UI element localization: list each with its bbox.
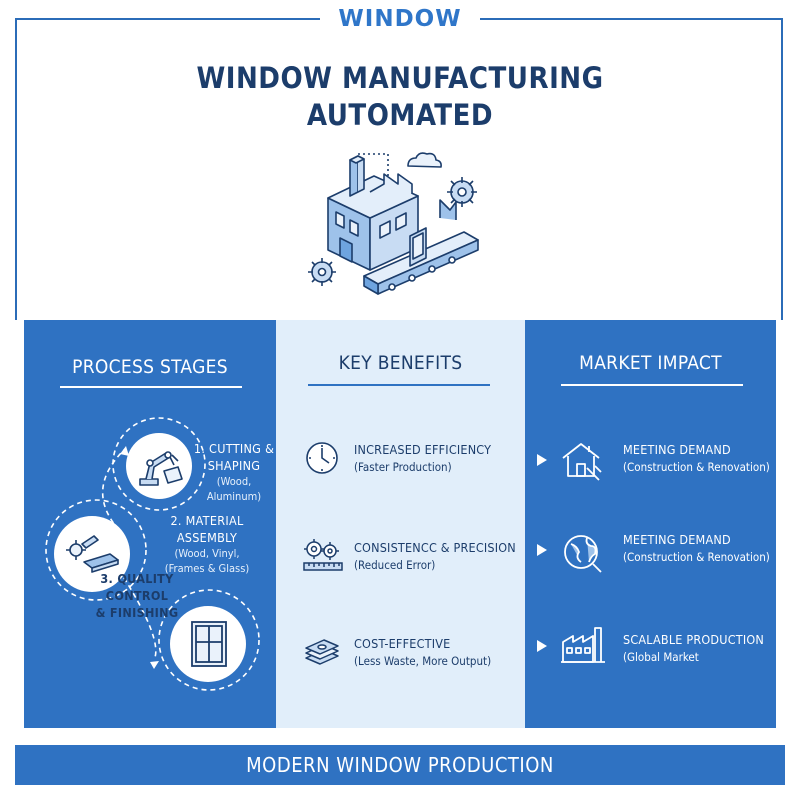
factory-icon — [561, 627, 605, 663]
stage-1-title-line-2: SHAPING — [207, 458, 261, 473]
page-title-line-1: WINDOW MANUFACTURING — [196, 61, 604, 95]
market-impact-panel: MARKET IMPACT MEETING DEMAND (Constructi… — [525, 320, 776, 728]
stage-2-subtitle-line-2: (Frames & Glass) — [164, 562, 250, 575]
benefit-2-title: CONSISTENCC & PRECISION — [354, 540, 516, 555]
stage-3-circle — [170, 606, 246, 682]
process-stages-heading: PROCESS STAGES — [72, 356, 228, 378]
house-tools-icon — [562, 443, 602, 481]
window-frame-icon — [191, 621, 227, 667]
assembly-tools-icon — [66, 535, 119, 573]
robot-arm-icon — [139, 451, 183, 486]
gears-ruler-icon — [303, 539, 343, 571]
impact-3-title: SCALABLE PRODUCTION — [623, 632, 765, 647]
stage-1-subtitle: (Wood, Aluminum) — [206, 475, 262, 503]
market-impact-heading: MARKET IMPACT — [579, 352, 722, 374]
impact-2-title: MEETING DEMAND — [623, 532, 731, 547]
page-title: WINDOW MANUFACTURING AUTOMATED — [0, 60, 800, 134]
key-benefits-heading: KEY BENEFITS — [338, 352, 463, 374]
stage-3-text: 3. QUALITY CONTROL & FINISHING — [92, 570, 182, 621]
impact-3-arrow-icon — [537, 640, 547, 652]
benefit-2-subtitle: (Reduced Error) — [354, 558, 436, 572]
stage-2-subtitle-line-1: (Wood, Vinyl, — [174, 547, 240, 560]
page-title-line-2: AUTOMATED — [306, 98, 494, 132]
footer-banner: MODERN WINDOW PRODUCTION — [15, 745, 785, 785]
impact-2-arrow-icon — [537, 544, 547, 556]
clock-icon — [306, 442, 338, 474]
stage-2-circle — [54, 516, 130, 592]
impact-heading-rule — [561, 384, 743, 386]
impact-2-subtitle: (Construction & Renovation) — [623, 550, 770, 564]
benefit-1-subtitle: (Faster Production) — [354, 460, 452, 474]
stage-3-title-line-3: & FINISHING — [95, 605, 179, 620]
process-heading-rule — [60, 386, 242, 388]
money-stack-icon — [305, 639, 339, 665]
benefit-3-subtitle: (Less Waste, More Output) — [354, 654, 492, 668]
benefits-heading-rule — [308, 384, 490, 386]
impact-1-subtitle: (Construction & Renovation) — [623, 460, 770, 474]
stage-3-title-line-1: 3. QUALITY — [100, 571, 174, 586]
factory-conveyor-icon — [308, 152, 479, 295]
benefit-1-title: INCREASED EFFICIENCY — [354, 442, 492, 457]
globe-icon — [564, 535, 602, 573]
stage-2-text: 2. MATERIAL ASSEMBLY (Wood, Vinyl, (Fram… — [152, 512, 262, 576]
impact-3-subtitle: (Global Market — [623, 650, 699, 664]
header-tag: WINDOW — [320, 4, 480, 34]
stage-2-title-line-2: ASSEMBLY — [176, 530, 238, 545]
stage-2-title-line-1: 2. MATERIAL — [170, 513, 244, 528]
impact-1-title: MEETING DEMAND — [623, 442, 731, 457]
process-stages-panel: PROCESS STAGES 1. CUTTING & SHA — [24, 320, 276, 728]
stage-1-circle — [126, 433, 192, 499]
stage-3-title-line-2: CONTROL — [105, 588, 169, 603]
key-benefits-panel: KEY BENEFITS INCREASED EFFICIENCY (Faste… — [276, 320, 525, 728]
impact-1-arrow-icon — [537, 454, 547, 466]
benefit-3-title: COST-EFFECTIVE — [354, 636, 451, 651]
stage-1-text: 1. CUTTING & SHAPING (Wood, Aluminum) — [192, 440, 276, 504]
stage-1-title-line-1: 1. CUTTING & — [193, 441, 275, 456]
